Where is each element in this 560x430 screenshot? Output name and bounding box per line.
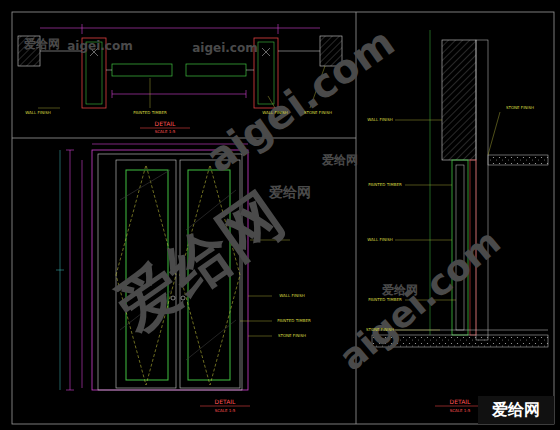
logo-ground [478,396,554,424]
material-note: WALL FINISH [279,294,304,298]
sheet-frame [12,12,554,424]
material-note: WALL FINISH [367,118,392,122]
material-note: STONE FINISH [506,106,534,110]
watermark: 爱给网 [106,183,294,340]
detail-title: DETAIL [155,121,176,127]
watermark: 爱给网 [24,38,60,50]
detail-scale: SCALE 1:5 [155,130,176,134]
site-logo: 爱给网 [492,402,540,418]
watermark: 爱给网 [382,284,418,296]
material-note: WALL FINISH [262,111,287,115]
watermark: 爱给网 [322,154,358,166]
material-note: PAINTED TIMBER [368,183,402,187]
material-note: WALL FINISH [25,111,50,115]
material-note: STONE FINISH [366,328,394,332]
watermark: aigei.com [192,42,257,54]
detail-title: DETAIL [450,399,471,405]
material-note: STONE FINISH [304,111,332,115]
material-note: WALL FINISH [367,238,392,242]
material-note: STONE FINISH [278,334,306,338]
watermark: 爱给网 [269,185,311,199]
detail-scale: SCALE 1:5 [215,409,236,413]
material-note: PAINTED TIMBER [277,319,311,323]
door-section [372,30,548,406]
detail-title: DETAIL [215,399,236,405]
watermark: aigei.com [67,40,132,52]
watermark: aigei.com [333,223,507,377]
detail-scale: SCALE 1:5 [450,409,471,413]
material-note: PAINTED TIMBER [133,111,167,115]
material-note: PAINTED TIMBER [368,298,402,302]
